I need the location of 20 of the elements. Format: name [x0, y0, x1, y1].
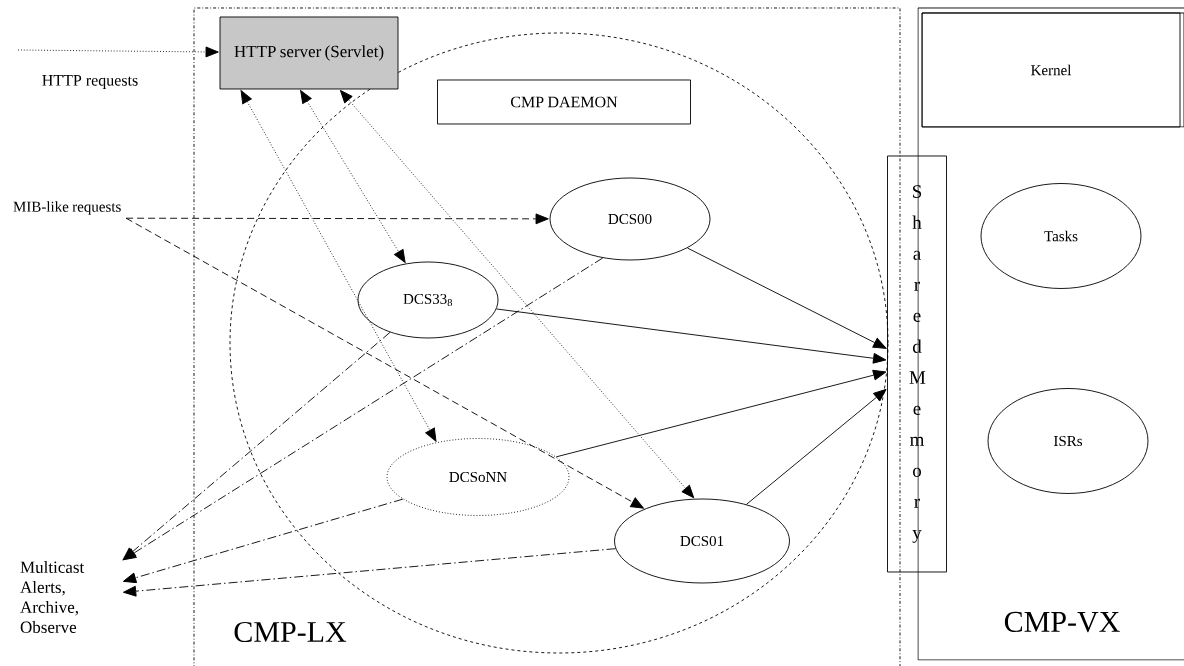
output-text: Multicast Alerts, Archive, Observe	[20, 561, 85, 633]
arrow	[300, 90, 406, 263]
label-text: HTTP requests	[42, 75, 138, 89]
arrow	[240, 90, 437, 442]
request-text: MIB-like requests	[13, 201, 121, 215]
arrow	[746, 388, 887, 505]
arrow	[122, 498, 404, 584]
daemon-box: CMP DAEMON	[437, 79, 691, 125]
kernel-box: Kernel	[921, 12, 1181, 128]
arrow	[555, 369, 887, 458]
arrow	[17, 46, 219, 58]
arrow	[687, 247, 887, 349]
arrow	[123, 548, 616, 597]
arrow	[496, 308, 887, 364]
memory-box: SharedMemory	[887, 155, 947, 573]
arrow	[339, 89, 695, 499]
arrow	[125, 213, 549, 225]
arrow	[122, 331, 391, 561]
server-box: HTTP server (Servlet)	[219, 16, 399, 90]
arrow	[125, 217, 644, 509]
